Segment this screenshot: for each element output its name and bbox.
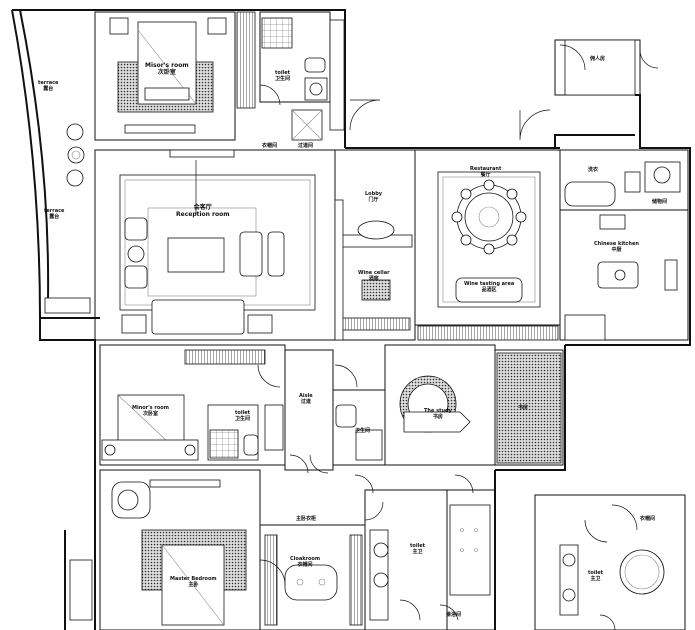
reception-furniture — [119, 149, 316, 335]
cloakroom-furniture — [264, 534, 363, 626]
bottom-toilet-fixtures — [369, 504, 665, 621]
room-label-storage: 储物间 — [652, 199, 668, 205]
room-label-laundry: 洗衣 — [588, 167, 599, 173]
kitchen-fixtures — [564, 39, 681, 341]
terrace-chairs — [44, 123, 91, 314]
top-toilet-fixtures — [261, 17, 345, 141]
master-bedroom-furniture — [69, 479, 247, 626]
study-furniture — [335, 352, 562, 464]
room-label-powder: 卫生间 — [355, 428, 371, 434]
restaurant-furniture — [417, 171, 559, 341]
room-label-study-side: 书房 — [518, 405, 529, 411]
top-bedroom-furniture — [109, 11, 256, 134]
room-label-closet: 衣帽间 — [262, 143, 278, 149]
room-label-master-closet: 主卧衣柜 — [296, 516, 317, 522]
room-label-dressing-right: 衣帽间 — [640, 516, 656, 522]
interior-walls — [94, 11, 689, 630]
door-swings — [257, 44, 659, 630]
room-label-hall: 过道间 — [298, 143, 314, 149]
room-label-garage: 佣人房 — [590, 56, 606, 62]
room-label-shower: 淋浴间 — [446, 612, 462, 618]
mid-bedroom-furniture — [101, 349, 284, 461]
lobby-furniture — [334, 199, 413, 341]
